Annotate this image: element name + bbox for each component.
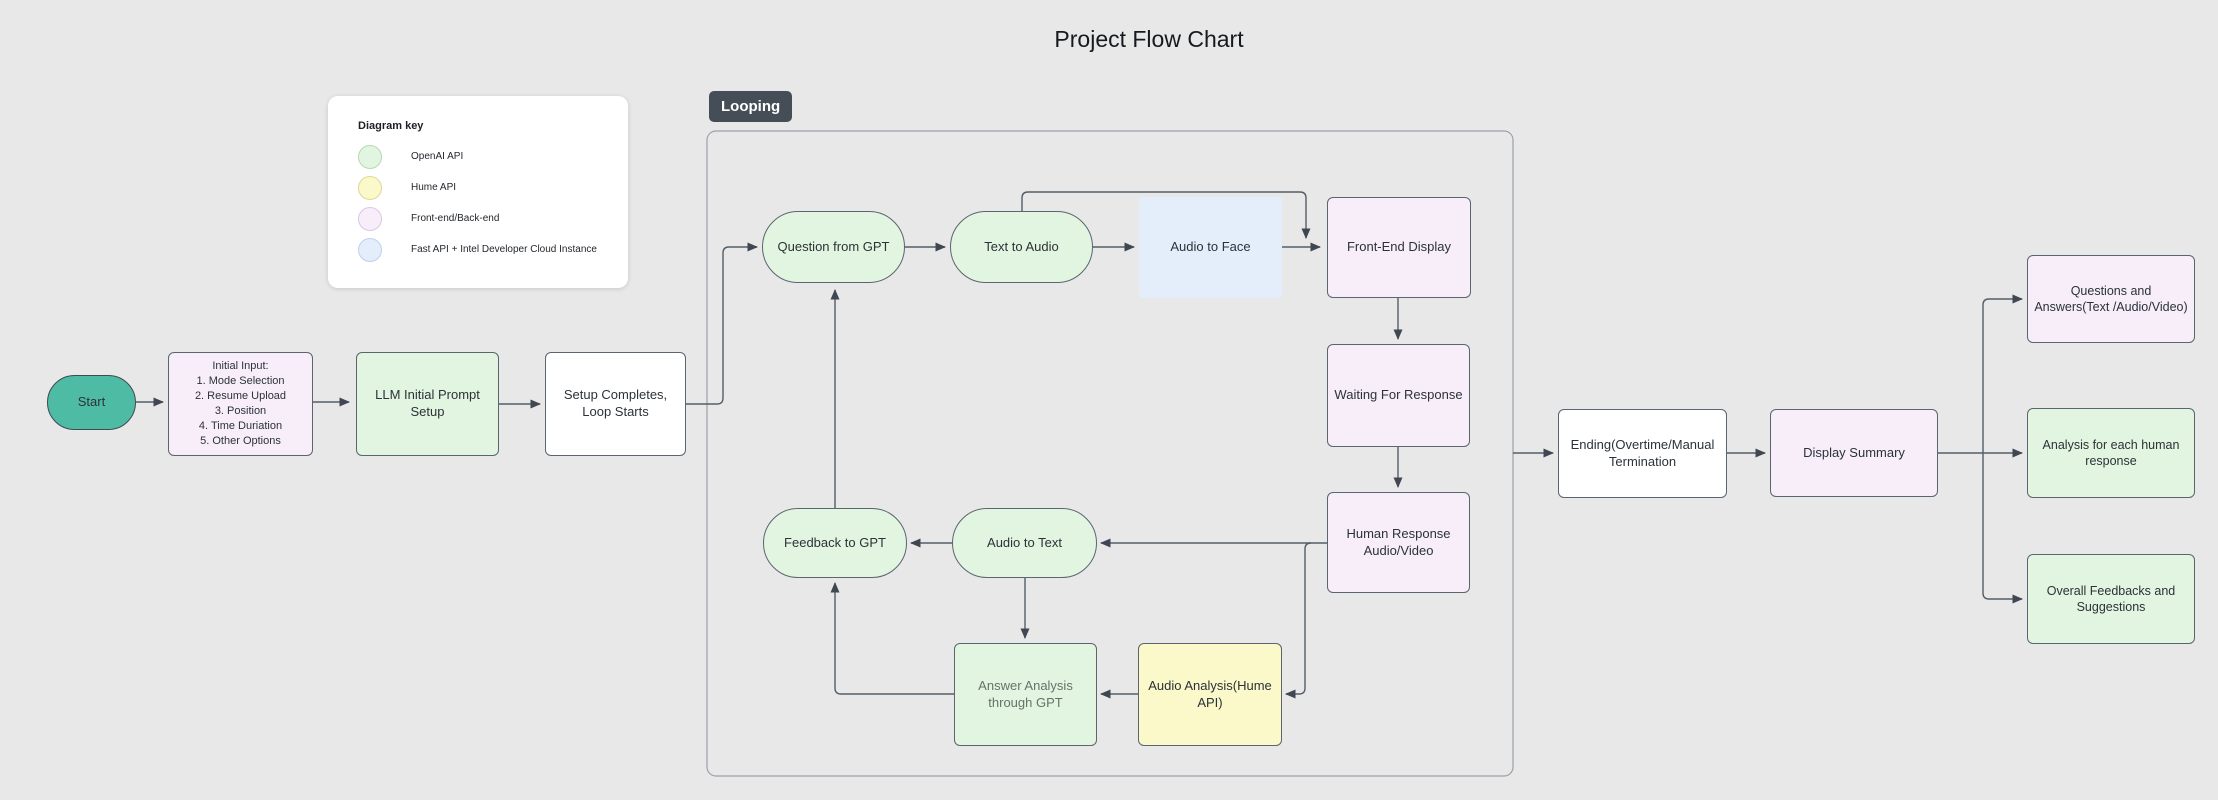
- node-questions-and-answers-output[interactable]: Questions and Answers(Text /Audio/Video): [2027, 255, 2195, 343]
- connector-display-summary-to-overall-output: [1982, 453, 2023, 604]
- node-label: Question from GPT: [777, 238, 890, 254]
- connector-answer-analysis-to-feedback-gpt: [830, 582, 954, 695]
- node-label: Overall Feedbacks and Suggestions: [2046, 584, 2176, 614]
- node-audio-to-text[interactable]: Audio to Text: [952, 508, 1097, 578]
- legend-item-fastapi: Fast API + Intel Developer Cloud Instanc…: [358, 234, 618, 265]
- node-front-end-display[interactable]: Front-End Display: [1327, 197, 1471, 298]
- node-feedback-to-gpt[interactable]: Feedback to GPT: [763, 508, 907, 578]
- node-text-to-audio[interactable]: Text to Audio: [950, 211, 1093, 283]
- node-question-from-gpt[interactable]: Question from GPT: [762, 211, 905, 283]
- legend-item-frontend: Front-end/Back-end: [358, 203, 618, 234]
- legend-item-hume: Hume API: [358, 172, 618, 203]
- connector-text-to-audio-bypass-to-frontend-display: [1021, 191, 1311, 239]
- node-waiting-for-response[interactable]: Waiting For Response: [1327, 344, 1470, 447]
- node-label: Feedback to GPT: [784, 534, 886, 550]
- node-label: Text to Audio: [984, 238, 1059, 254]
- node-start[interactable]: Start: [47, 375, 136, 430]
- frontend-color-swatch-icon: [358, 206, 382, 231]
- node-overall-feedbacks-output[interactable]: Overall Feedbacks and Suggestions: [2027, 554, 2195, 644]
- node-label: Audio to Text: [987, 534, 1062, 550]
- diagram-key-title: Diagram key: [358, 120, 424, 132]
- legend-label: Front-end/Back-end: [411, 213, 500, 224]
- node-ending[interactable]: Ending(Overtime/Manual Termination: [1558, 409, 1727, 498]
- node-label: Display Summary: [1803, 444, 1905, 460]
- node-label: Front-End Display: [1346, 239, 1452, 255]
- node-setup-completes[interactable]: Setup Completes, Loop Starts: [545, 352, 686, 456]
- page-title: Project Flow Chart: [1054, 26, 1244, 52]
- node-label: LLM Initial Prompt Setup: [375, 387, 480, 419]
- node-human-response[interactable]: Human Response Audio/Video: [1327, 492, 1470, 593]
- node-display-summary[interactable]: Display Summary: [1770, 409, 1938, 497]
- diagram-key-card: Diagram key OpenAI API Hume API Front-en…: [328, 96, 628, 288]
- hume-color-swatch-icon: [358, 175, 382, 200]
- openai-color-swatch-icon: [358, 144, 382, 169]
- node-label: Answer Analysis through GPT: [978, 677, 1073, 710]
- node-label: Audio to Face: [1170, 239, 1251, 255]
- node-answer-analysis[interactable]: Answer Analysis through GPT: [954, 643, 1097, 746]
- node-label: Analysis for each human response: [2042, 438, 2180, 468]
- fastapi-color-swatch-icon: [358, 237, 382, 262]
- legend-label: Hume API: [411, 182, 457, 193]
- node-label: Initial Input: 1. Mode Selection 2. Resu…: [194, 360, 287, 447]
- node-analysis-output[interactable]: Analysis for each human response: [2027, 408, 2195, 498]
- connector-setup-completes-to-question-gpt: [686, 242, 758, 405]
- legend-item-openai: OpenAI API: [358, 141, 618, 172]
- node-llm-initial-prompt-setup[interactable]: LLM Initial Prompt Setup: [356, 352, 499, 456]
- legend-label: OpenAI API: [411, 151, 464, 162]
- legend-label: Fast API + Intel Developer Cloud Instanc…: [411, 244, 597, 255]
- connector-human-response-to-audio-analysis: [1285, 542, 1312, 699]
- node-audio-analysis[interactable]: Audio Analysis(Hume API): [1138, 643, 1282, 746]
- node-label: Start: [77, 394, 106, 410]
- node-label: Setup Completes, Loop Starts: [563, 387, 668, 419]
- node-audio-to-face[interactable]: Audio to Face: [1139, 197, 1282, 298]
- node-label: Ending(Overtime/Manual Termination: [1570, 436, 1715, 469]
- node-initial-input[interactable]: Initial Input: 1. Mode Selection 2. Resu…: [168, 352, 313, 456]
- node-label: Questions and Answers(Text /Audio/Video): [2034, 284, 2188, 314]
- loop-label: Looping: [709, 91, 793, 122]
- node-label: Waiting For Response: [1334, 387, 1463, 403]
- connector-display-summary-to-qa-output: [1982, 294, 2023, 453]
- node-label: Human Response Audio/Video: [1346, 525, 1451, 558]
- node-label: Audio Analysis(Hume API): [1148, 677, 1272, 710]
